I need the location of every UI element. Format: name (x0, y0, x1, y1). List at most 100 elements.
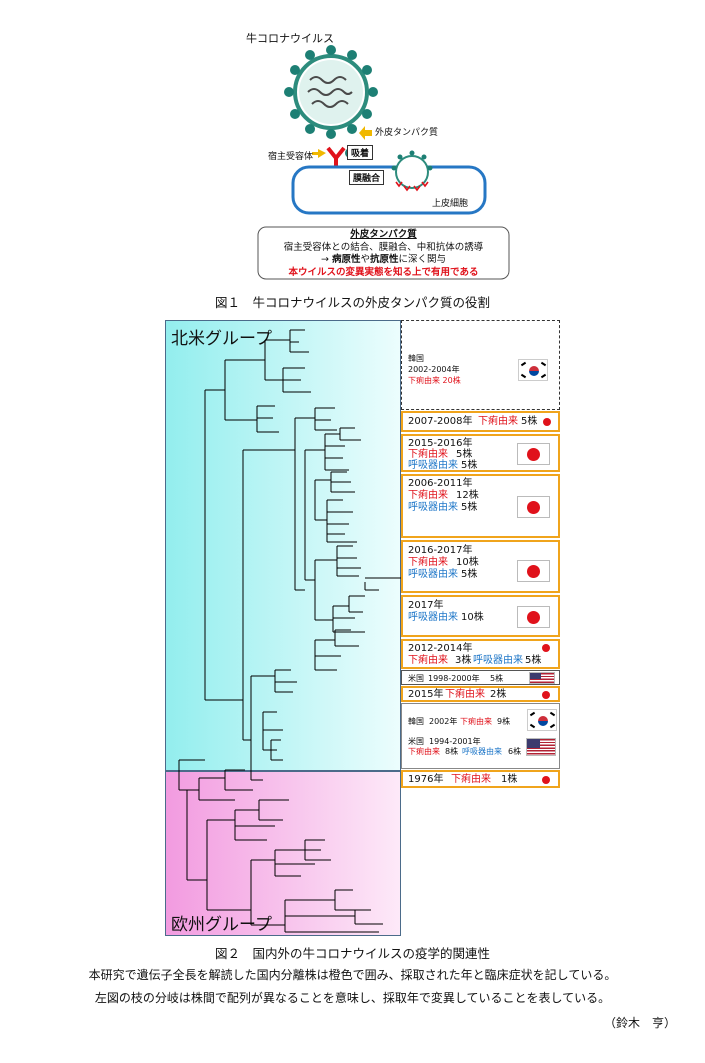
korea-2002-2004-box: 韓国 2002-2004年 下痢由来 20株 (401, 320, 560, 410)
respiratory-label: 呼吸器由来 (408, 502, 458, 513)
us-1998-2000-box: 米国 1998-2000年 5株 (401, 670, 560, 685)
diarrhea-count: 5株 (456, 449, 473, 460)
us-country: 米国 (408, 674, 424, 683)
korea-years: 2002-2004年 (408, 365, 460, 374)
phylogenetic-tree (178, 329, 401, 933)
info-line1: 宿主受容体との結合、膜融合、中和抗体の誘導 (283, 241, 484, 253)
korea-count: 9株 (497, 717, 511, 726)
us-years: 1998-2000年 (428, 674, 480, 683)
korea-us-box: 韓国 2002年 下痢由来 9株 米国 1994-2001年 下痢由来 8株 呼… (401, 703, 560, 769)
figure2-note1: 本研究で遺伝子全長を解読した国内分離株は橙色で囲み、採取された年と臨床症状を記し… (88, 968, 617, 982)
respiratory-label: 呼吸器由来 (408, 612, 458, 623)
us-years: 1994-2001年 (429, 737, 481, 746)
attach-label: 吸着 (347, 145, 374, 160)
diarrhea-count: 5株 (521, 416, 538, 427)
korea-years: 2002年 (429, 717, 458, 726)
diarrhea-label: 下痢由来 (408, 490, 448, 501)
korea-country: 韓国 (408, 717, 424, 726)
info-title: 外皮タンパク質 (350, 229, 417, 240)
figure2-note2: 左図の枝の分岐は株間で配列が異なることを意味し、採取年で変異していることを表して… (94, 991, 611, 1005)
respiratory-count: 5株 (461, 502, 478, 513)
info-bold2: 抗原性 (370, 254, 399, 265)
coronavirus-particle (284, 45, 378, 158)
europe-region (165, 771, 401, 936)
box-years: 2015年 (408, 689, 444, 700)
respiratory-count: 10株 (461, 612, 484, 623)
us-flag-icon (526, 738, 556, 756)
diarrhea-label: 下痢由来 (478, 416, 518, 427)
figure1-caption: 図１ 牛コロナウイルスの外皮タンパク質の役割 (214, 295, 490, 310)
box-2012-2014: 2012-2014年 下痢由来 3株 呼吸器由来 5株 (401, 639, 560, 669)
north-america-region (165, 320, 401, 771)
diarrhea-label: 下痢由来 (445, 689, 485, 700)
box-2015: 2015年 下痢由来 2株 (401, 686, 560, 702)
box-years: 1976年 (408, 774, 444, 785)
japan-flag-icon (543, 418, 551, 426)
box-2007-2008: 2007-2008年 下痢由来 5株 (401, 411, 560, 432)
diarrhea-label: 下痢由来 (408, 449, 448, 460)
virus-title: 牛コロナウイルス (246, 32, 334, 45)
us-country: 米国 (408, 737, 424, 746)
figure2-caption: 図２ 国内外の牛コロナウイルスの疫学的関連性 (214, 946, 490, 961)
box-years: 2012-2014年 (408, 643, 473, 654)
respiratory-label: 呼吸器由来 (462, 747, 502, 756)
japan-flag-icon (517, 560, 550, 582)
europe-label: 欧州グループ (171, 915, 272, 935)
info-end: に深く関与 (398, 254, 447, 265)
japan-flag-icon (542, 776, 550, 784)
diarrhea-count: 2株 (490, 689, 507, 700)
box-2016-2017: 2016-2017年 下痢由来 10株 呼吸器由来 5株 (401, 540, 560, 593)
korea-flag-icon (527, 709, 557, 731)
info-line3: 本ウイルスの変異実態を知る上で有用である (288, 266, 479, 278)
korea-country: 韓国 (408, 354, 424, 363)
info-bold1: 病原性 (331, 254, 361, 265)
respiratory-count: 5株 (525, 655, 542, 666)
diarrhea-count: 8株 (445, 747, 459, 756)
box-years: 2016-2017年 (408, 545, 473, 556)
diarrhea-count: 1株 (501, 774, 518, 785)
japan-flag-icon (517, 496, 550, 518)
box-years: 2015-2016年 (408, 438, 473, 449)
box-2006-2011: 2006-2011年 下痢由来 12株 呼吸器由来 5株 (401, 474, 560, 538)
respiratory-label: 呼吸器由来 (408, 460, 458, 471)
diarrhea-count: 10株 (456, 557, 479, 568)
box-years: 2006-2011年 (408, 478, 473, 489)
japan-flag-icon (542, 691, 550, 699)
diarrhea-count: 12株 (456, 490, 479, 501)
north-america-label: 北米グループ (171, 329, 272, 349)
info-mid: や (360, 254, 370, 265)
respiratory-count: 6株 (508, 747, 522, 756)
fusing-virus (391, 150, 433, 192)
korea-source: 下痢由来 20株 (408, 376, 461, 385)
receptor-label: 宿主受容体 (268, 152, 314, 162)
korea-source: 下痢由来 (460, 717, 492, 726)
box-1976: 1976年 下痢由来 1株 (401, 770, 560, 788)
respiratory-label: 呼吸器由来 (408, 569, 458, 580)
box-2015-2016: 2015-2016年 下痢由来 5株 呼吸器由来 5株 (401, 434, 560, 472)
us-flag-icon (529, 672, 555, 684)
respiratory-count: 5株 (461, 569, 478, 580)
japan-flag-icon (517, 443, 550, 465)
respiratory-count: 5株 (461, 460, 478, 471)
diarrhea-label: 下痢由来 (451, 774, 491, 785)
diarrhea-label: 下痢由来 (408, 557, 448, 568)
info-box: 外皮タンパク質 宿主受容体との結合、膜融合、中和抗体の誘導 → 病原性や抗原性に… (258, 229, 509, 279)
diarrhea-label: 下痢由来 (408, 655, 448, 666)
japan-flag-icon (542, 644, 550, 652)
cell-label: 上皮細胞 (432, 199, 469, 209)
arrow-icon: → (320, 254, 329, 265)
box-years: 2007-2008年 (408, 416, 473, 427)
diarrhea-count: 3株 (455, 655, 472, 666)
box-years: 2017年 (408, 600, 444, 611)
korea-flag-icon (518, 359, 548, 381)
spike-label: 外皮タンパク質 (375, 128, 439, 138)
author: （鈴木 亨） (604, 1016, 677, 1030)
info-line2: → 病原性や抗原性に深く関与 (258, 254, 509, 267)
us-count: 5株 (490, 674, 504, 683)
respiratory-label: 呼吸器由来 (473, 655, 523, 666)
fusion-label: 膜融合 (349, 170, 385, 185)
virus-diagram (257, 45, 510, 280)
box-2017: 2017年 呼吸器由来 10株 (401, 595, 560, 637)
receptor-icon (326, 146, 346, 168)
diarrhea-label: 下痢由来 (408, 747, 440, 756)
